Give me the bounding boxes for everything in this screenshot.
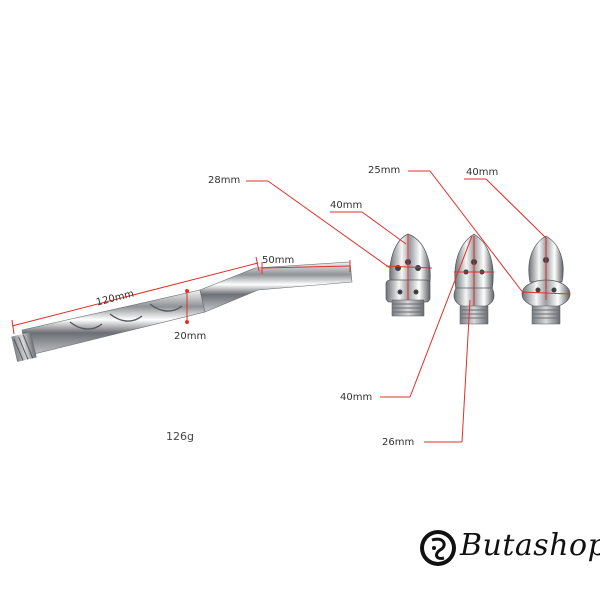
tip1-diameter-label: 28mm (208, 175, 241, 186)
tube-threaded-end (11, 332, 37, 362)
tip1-height-label: 40mm (330, 200, 363, 211)
watermark-logo: Butashop (416, 522, 600, 578)
tip3-height-label: 40mm (466, 167, 499, 178)
logo-seal (420, 530, 456, 566)
watermark-text: Butashop (460, 528, 600, 563)
tip2-height-label: 40mm (340, 392, 373, 403)
tube-diameter-label: 20mm (174, 331, 207, 342)
tip3-diameter-label: 25mm (368, 165, 401, 176)
tip-1 (385, 233, 431, 317)
nozzle-tube (11, 261, 353, 362)
tip-dimension-lines (246, 170, 571, 443)
tube-dimension-lines (11, 256, 351, 335)
tube-bend-length-label: 50mm (262, 255, 295, 266)
weight-label: 126g (166, 430, 194, 443)
tip2-diameter-label: 26mm (382, 437, 415, 448)
